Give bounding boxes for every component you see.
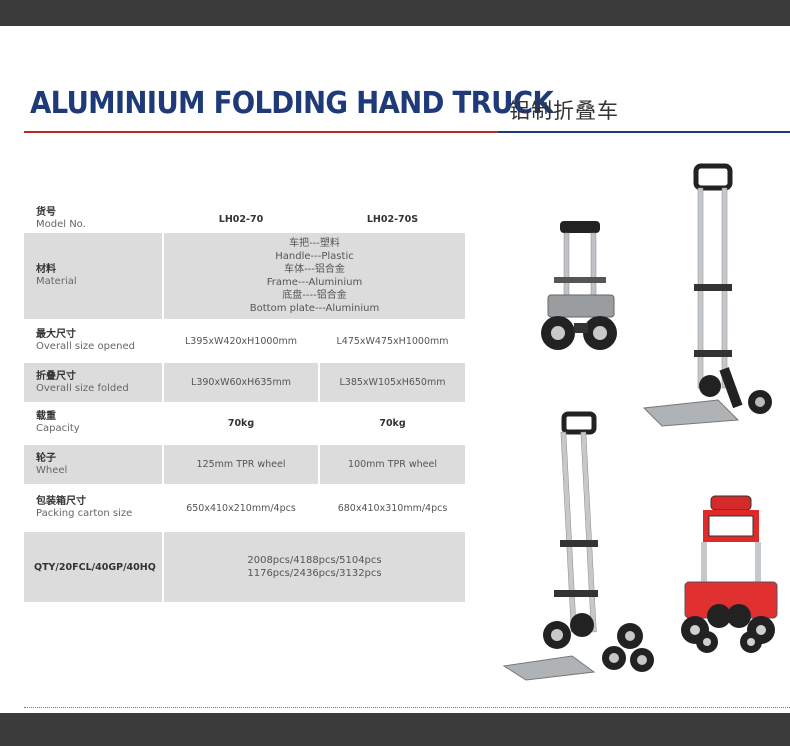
value-lh02-70: 125mm TPR wheel — [164, 445, 318, 484]
material-line: Handle---Plastic — [275, 251, 354, 262]
row-label: 折叠尺寸 Overall size folded — [24, 363, 162, 402]
row-opened: 最大尺寸 Overall size opened L395xW420xH1000… — [24, 322, 465, 360]
label-cn: 轮子 — [36, 452, 56, 464]
label-en: Material — [36, 276, 77, 287]
qty-line: 1176pcs/2436pcs/3132pcs — [247, 568, 382, 579]
stair-climber-black-photo — [502, 411, 654, 681]
row-packing: 包装箱尺寸 Packing carton size 650x410x210mm/… — [24, 487, 465, 529]
value-lh02-70s: 100mm TPR wheel — [320, 445, 465, 484]
row-model: 货号 Model No. LH02-70 LH02-70S — [24, 206, 465, 232]
material-line: 车把---塑料 — [289, 238, 340, 249]
row-label: 包装箱尺寸 Packing carton size — [24, 487, 162, 529]
hand-truck-folded-photo — [541, 221, 617, 350]
stair-climber-red-photo — [681, 495, 778, 653]
material-line: Bottom plate---Aluminium — [249, 303, 380, 314]
label-cn: 包装箱尺寸 — [36, 496, 86, 507]
value-lh02-70s: 70kg — [379, 417, 406, 429]
material-values: 车把---塑料 Handle---Plastic 车体---铝合金 Frame-… — [164, 233, 465, 319]
value-lh02-70: L395xW420xH1000mm — [184, 335, 298, 347]
row-wheel: 轮子 Wheel 125mm TPR wheel 100mm TPR wheel — [24, 445, 465, 484]
row-qty: QTY/20FCL/40GP/40HQ 2008pcs/4188pcs/5104… — [24, 532, 465, 602]
value-lh02-70: 70kg — [227, 417, 255, 429]
row-label: 最大尺寸 Overall size opened — [24, 322, 162, 360]
page-title-cn: 铝制折叠车 — [509, 99, 619, 123]
label-cn: 货号 — [36, 207, 56, 218]
row-folded: 折叠尺寸 Overall size folded L390xW60xH635mm… — [24, 363, 465, 402]
row-material: 材料 Material 车把---塑料 Handle---Plastic 车体-… — [24, 233, 465, 319]
qty-label: QTY/20FCL/40GP/40HQ — [34, 561, 156, 573]
value-lh02-70: L390xW60xH635mm — [164, 363, 318, 402]
row-label: QTY/20FCL/40GP/40HQ — [24, 532, 162, 602]
footer-dotted-divider — [24, 707, 790, 708]
bottom-bar — [0, 713, 790, 746]
row-label: 材料 Material — [24, 233, 162, 319]
label-en: Wheel — [36, 464, 68, 476]
qty-values: 2008pcs/4188pcs/5104pcs 1176pcs/2436pcs/… — [164, 532, 465, 602]
value-lh02-70s: 680x410x310mm/4pcs — [337, 502, 448, 514]
row-label: 轮子 Wheel — [24, 445, 162, 484]
value-lh02-70: LH02-70 — [218, 213, 264, 225]
label-en: Packing carton size — [36, 508, 133, 519]
label-cn: 折叠尺寸 — [36, 370, 76, 382]
material-line: 车体---铝合金 — [284, 264, 345, 275]
label-cn: 材料 — [36, 264, 56, 275]
value-lh02-70: 650x410x210mm/4pcs — [186, 502, 296, 514]
value-lh02-70s: L385xW105xH650mm — [320, 363, 465, 402]
row-label: 载重 Capacity — [24, 404, 162, 442]
label-en: Overall size folded — [36, 382, 129, 394]
row-label: 货号 Model No. — [24, 206, 162, 232]
value-lh02-70s: L475xW475xH1000mm — [336, 335, 449, 347]
row-capacity: 载重 Capacity 70kg 70kg — [24, 404, 465, 442]
label-en: Capacity — [36, 423, 80, 434]
title-rule-red — [24, 131, 498, 133]
top-bar — [0, 0, 790, 26]
label-cn: 载重 — [36, 411, 56, 422]
material-line: 底盘----铝合金 — [282, 290, 347, 301]
material-line: Frame---Aluminium — [266, 277, 363, 288]
label-en: Model No. — [36, 219, 86, 230]
title-rule-blue — [498, 131, 790, 133]
qty-line: 2008pcs/4188pcs/5104pcs — [247, 555, 382, 566]
page-title: ALUMINIUM FOLDING HAND TRUCK — [30, 86, 554, 121]
label-cn: 最大尺寸 — [36, 329, 76, 340]
hand-truck-open-photo — [642, 163, 772, 427]
value-lh02-70s: LH02-70S — [366, 213, 419, 225]
label-en: Overall size opened — [36, 341, 135, 352]
